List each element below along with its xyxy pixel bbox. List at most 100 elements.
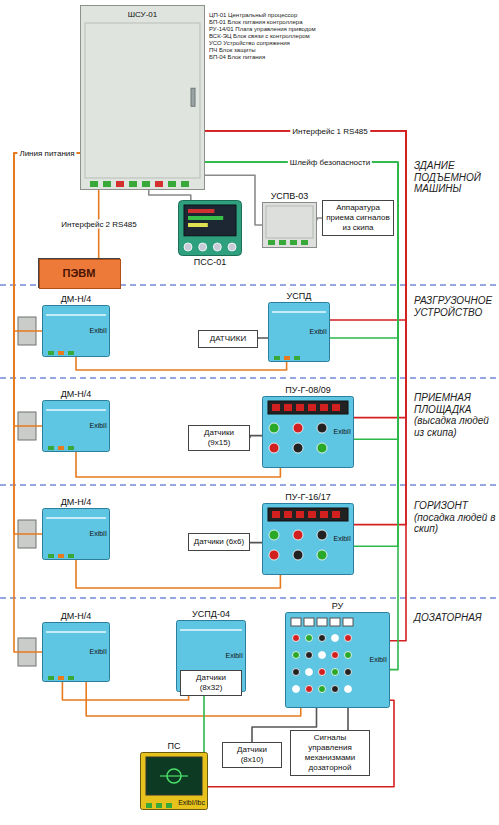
section-divider <box>0 377 499 378</box>
button <box>293 550 303 560</box>
panel-part <box>141 753 208 810</box>
legend-note: ПЧ Блок защиты <box>209 47 329 55</box>
legend-note: ВСК-ЭЦ Блок связи с контроллером <box>209 33 329 41</box>
node-title: Датчики (6х6) <box>192 537 246 547</box>
button <box>269 443 279 453</box>
panel-part <box>284 356 290 360</box>
panel-part <box>68 676 74 680</box>
button <box>184 243 192 251</box>
button <box>199 243 207 251</box>
panel-part <box>268 508 348 521</box>
panel-part <box>304 618 314 626</box>
panel-part <box>279 240 286 245</box>
panel-part <box>43 509 110 560</box>
wire-label: Линия питания <box>17 149 76 158</box>
control-cabinet: ШСУ-01 <box>80 5 205 190</box>
section-dividers <box>0 285 499 598</box>
node-title: УСПВ-03 <box>271 191 309 201</box>
button <box>345 635 352 642</box>
panel-part <box>263 397 354 468</box>
panel-drawing <box>80 5 205 190</box>
button <box>269 423 279 433</box>
wire-connector <box>76 357 287 370</box>
button <box>293 443 303 453</box>
panel-part <box>43 623 110 682</box>
section-divider <box>0 484 499 485</box>
text-box: Датчики (8х10) <box>222 742 282 768</box>
node-title: ПУ-Г-08/09 <box>285 385 331 395</box>
panel-part <box>103 181 111 187</box>
field-enclosure: ДМ-Н/4ExibII <box>42 400 110 452</box>
button <box>293 423 303 433</box>
panel-part <box>68 351 74 355</box>
node-title: ПУ-Г-16/17 <box>285 492 331 502</box>
text-box: Датчики (9х15) <box>188 425 250 451</box>
button <box>332 635 339 642</box>
button <box>319 686 326 693</box>
panel-part <box>68 554 74 558</box>
panel-part <box>272 311 326 313</box>
wire-label: Интерфейс 2 RS485 <box>59 220 139 229</box>
control-desk: РУExibII <box>285 612 390 708</box>
button <box>306 652 313 659</box>
button <box>332 652 339 659</box>
panel-part <box>284 511 292 518</box>
protection-mark: ExibII <box>89 530 107 538</box>
node-title: ДМ-Н/4 <box>61 294 92 304</box>
field-enclosure: УСПДExibII <box>268 302 330 362</box>
signal-unit: УСПВ-03 <box>262 202 317 248</box>
panel-part <box>274 356 280 360</box>
protection-mark: ExibII <box>369 656 387 664</box>
panel-part <box>317 618 327 626</box>
section-label: ДОЗАТОРНАЯ <box>414 612 496 624</box>
panel-part <box>272 511 280 518</box>
field-enclosure: ДМ-Н/4ExibII <box>42 508 110 560</box>
panel-part <box>46 314 106 316</box>
button <box>319 652 326 659</box>
panel-part <box>146 757 202 795</box>
node-title: Сигналы управления механизмами дозаторно… <box>294 733 366 773</box>
panel-part <box>332 404 340 411</box>
wire-connector <box>347 708 349 730</box>
panel-part <box>48 446 54 450</box>
text-box: Датчики (6х6) <box>188 533 250 551</box>
panel-part <box>188 216 223 220</box>
wire-connector <box>76 452 280 477</box>
wire-connector <box>250 541 262 543</box>
panel-part <box>268 240 275 245</box>
wire-connector <box>205 131 406 418</box>
button <box>319 669 326 676</box>
panel-part <box>116 181 124 187</box>
text-box: Аппаратура приема сигналов из скипа <box>322 200 394 236</box>
panel-part <box>286 613 390 708</box>
panel-part <box>284 404 292 411</box>
protection-mark: ExibII <box>89 648 107 656</box>
computer-box: ПЭВМ <box>38 258 120 288</box>
button <box>213 243 221 251</box>
panel-part <box>58 351 64 355</box>
panel-part <box>343 618 353 626</box>
protection-mark: ExibII <box>89 422 107 430</box>
node-title: ДАТЧИКИ <box>202 334 254 344</box>
button <box>228 243 236 251</box>
wire-connector <box>76 560 280 588</box>
panel-part <box>269 303 330 362</box>
panel-part <box>46 517 106 519</box>
signal-symbol <box>160 775 188 776</box>
panel-part <box>320 511 328 518</box>
panel-part <box>301 240 308 245</box>
display-panel: ПСС-01 <box>178 200 242 256</box>
panel-part <box>48 554 54 558</box>
protection-mark: ExibI/Ibc <box>178 799 205 807</box>
protection-mark: ExibII <box>333 535 351 543</box>
wire-label: Шлейф безопасности <box>288 158 372 167</box>
panel-part <box>90 181 98 187</box>
button <box>332 686 339 693</box>
protection-mark: ExibII <box>89 327 107 335</box>
text-box: Датчики (8х32) <box>180 670 242 696</box>
panel-part <box>129 181 137 187</box>
protection-mark: ExibII <box>225 652 243 660</box>
button <box>269 550 279 560</box>
panel-part <box>308 511 316 518</box>
